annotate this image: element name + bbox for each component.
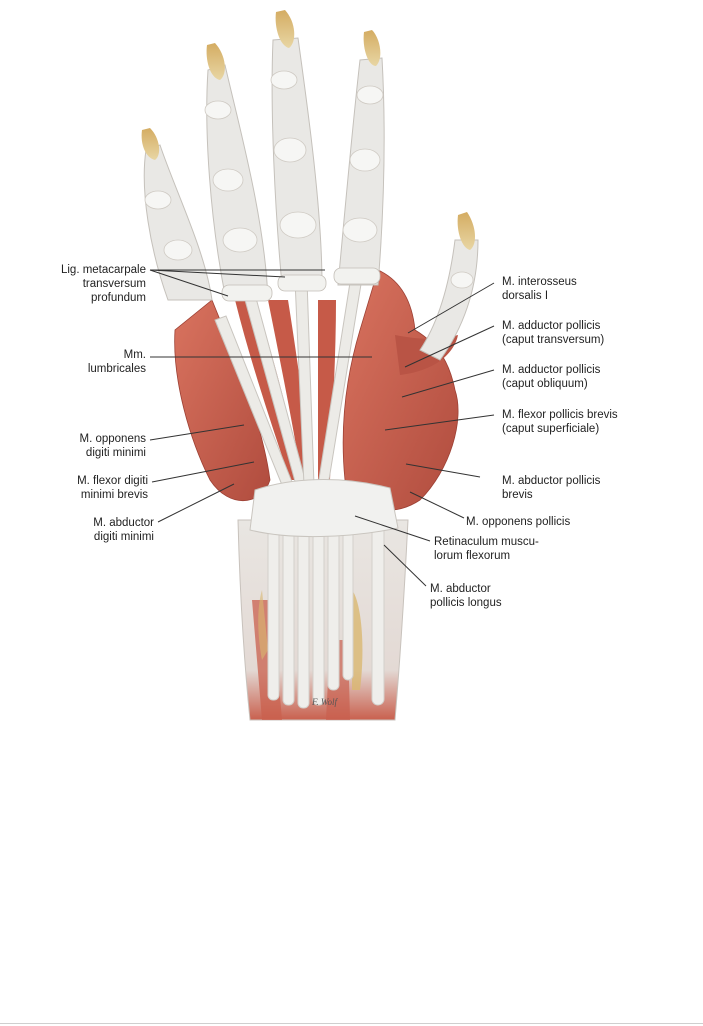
label-m-opponens-pollicis: M. opponens pollicis [466,516,571,528]
label-m-abductor-pollicis-longus: M. abductor pollicis longus [430,583,502,609]
label-m-abductor-digiti-minimi: M. abductor digiti minimi [93,517,154,543]
label-retinaculum: Retinaculum muscu- lorum flexorum [434,536,539,562]
label-mm-lumbricales: Mm. lumbricales [87,349,146,375]
finger-joint-bands [144,70,474,289]
label-m-interosseus: M. interosseus dorsalis I [502,276,577,302]
transverse-metacarpal-ligament [221,267,381,302]
label-m-adductor-transversum: M. adductor pollicis (caput transversum) [502,320,605,346]
forearm-tendons [267,524,385,709]
retinaculum-band [249,479,399,538]
label-m-adductor-obliquum: M. adductor pollicis (caput obliquum) [502,364,601,390]
label-m-flexor-pollicis-brevis: M. flexor pollicis brevis (caput superfi… [502,409,618,435]
thumb [419,212,479,361]
page-bottom-rule [0,1023,703,1024]
palm-muscles [174,269,459,511]
label-m-opponens-digiti-minimi: M. opponens digiti minimi [79,433,147,459]
label-m-abductor-pollicis-brevis: M. abductor pollicis brevis [502,475,601,501]
finger-little [141,128,213,301]
leader-lines [149,269,495,587]
label-lig-metacarpale: Lig. metacarpale transversum profundum [60,264,146,304]
label-m-flexor-digiti-minimi: M. flexor digiti minimi brevis [77,475,148,501]
artist-signature: F. Wolf [312,697,338,707]
